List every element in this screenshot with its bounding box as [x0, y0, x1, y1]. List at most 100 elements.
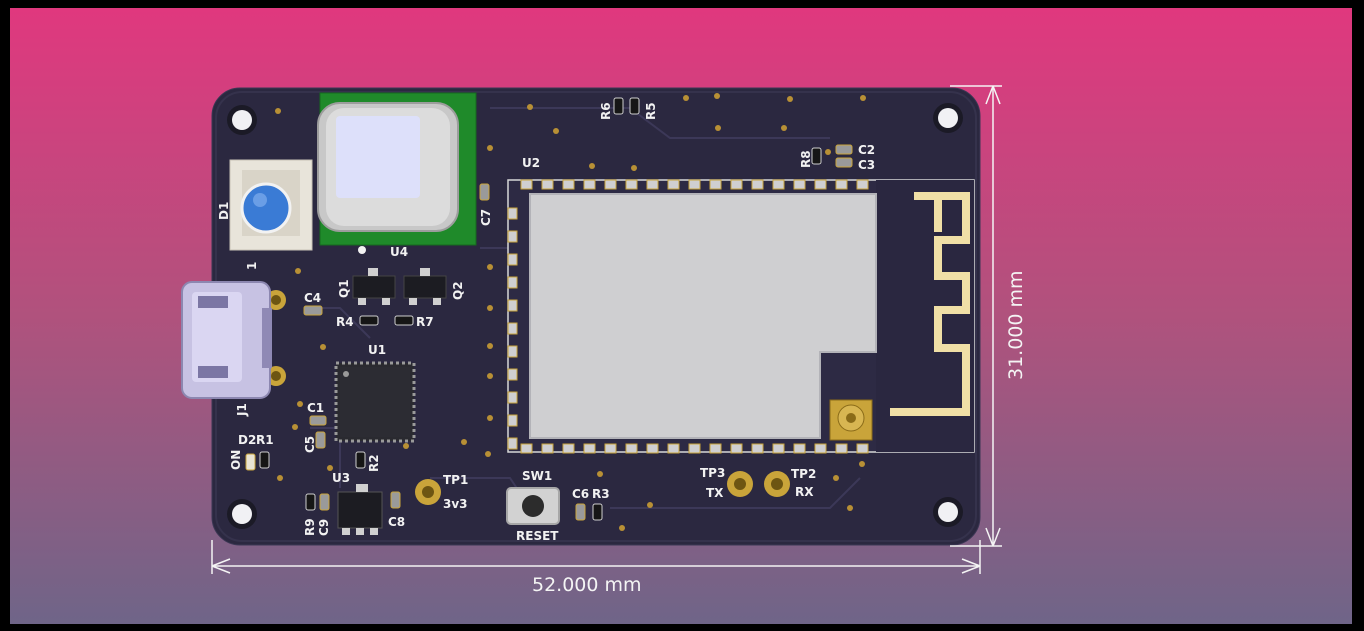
wifi-module-u2	[507, 179, 975, 453]
module-pad	[646, 179, 659, 190]
label-tp2-net: RX	[795, 485, 814, 499]
module-pad	[507, 437, 518, 450]
u-fl-connector	[829, 399, 873, 441]
module-pad	[562, 179, 575, 190]
module-pad	[856, 443, 869, 454]
module-pad	[835, 443, 848, 454]
module-pad	[814, 179, 827, 190]
module-pad	[709, 443, 722, 454]
module-pad	[604, 443, 617, 454]
label-c5: C5	[303, 436, 317, 453]
capacitor-c2	[835, 144, 853, 155]
module-pad	[793, 443, 806, 454]
resistor-r5	[629, 97, 640, 115]
label-c4: C4	[304, 291, 321, 305]
usb-connector-j1	[181, 281, 286, 399]
module-pad	[520, 179, 533, 190]
label-tp3: TP3	[700, 466, 725, 480]
dimension-width-label: 52.000 mm	[532, 574, 642, 596]
label-tp3-net: TX	[706, 486, 724, 500]
resistor-r3	[592, 503, 603, 521]
capacitor-c1	[309, 415, 327, 426]
resistor-r1	[259, 451, 270, 469]
module-pad	[688, 443, 701, 454]
label-u3: U3	[332, 471, 350, 485]
label-reset: RESET	[516, 529, 559, 543]
capacitor-c4	[303, 305, 323, 316]
label-c1: C1	[307, 401, 324, 415]
capacitor-c9	[319, 493, 330, 511]
label-c2: C2	[858, 143, 875, 157]
module-pad	[730, 443, 743, 454]
label-on: ON	[229, 450, 243, 470]
module-pad	[856, 179, 869, 190]
module-pad	[562, 443, 575, 454]
label-j1: J1	[235, 403, 249, 417]
mounting-holes	[227, 103, 963, 529]
pcb-render: D1 1 U4 J1 C4 Q1 Q2 R4 R7	[181, 85, 1027, 596]
label-tp2: TP2	[791, 467, 816, 481]
testpoint-tp1	[415, 479, 441, 505]
label-c8: C8	[388, 515, 405, 529]
label-c6: C6	[572, 487, 589, 501]
label-u2: U2	[522, 156, 540, 170]
pcb-3d-viewer[interactable]: D1 1 U4 J1 C4 Q1 Q2 R4 R7	[10, 8, 1352, 624]
label-d1-pin1: 1	[245, 262, 259, 270]
label-q1: Q1	[337, 279, 351, 298]
transistor-q2	[403, 268, 447, 305]
label-d1: D1	[217, 202, 231, 220]
u2-pads	[507, 179, 869, 454]
reset-button-sw1[interactable]	[506, 487, 560, 525]
module-pad	[772, 179, 785, 190]
module-pad	[709, 179, 722, 190]
label-d2: D2	[238, 433, 256, 447]
module-pad	[751, 179, 764, 190]
capacitor-c5	[315, 431, 326, 449]
module-pad	[688, 179, 701, 190]
resistor-r4	[359, 315, 379, 326]
label-tp1: TP1	[443, 473, 468, 487]
capacitor-c7	[479, 183, 490, 201]
module-pad	[507, 276, 518, 289]
capacitor-c6	[575, 503, 586, 521]
resistor-r7	[394, 315, 414, 326]
label-c3: C3	[858, 158, 875, 172]
module-pad	[583, 179, 596, 190]
label-r1: R1	[256, 433, 274, 447]
module-pad	[667, 443, 680, 454]
module-pad	[814, 443, 827, 454]
sensor-u4	[317, 92, 477, 254]
module-pad	[730, 179, 743, 190]
label-u1: U1	[368, 343, 386, 357]
label-u4: U4	[390, 245, 408, 259]
vias	[275, 93, 866, 531]
module-pad	[520, 443, 533, 454]
module-pad	[541, 179, 554, 190]
label-r6: R6	[599, 102, 613, 120]
regulator-u3	[337, 484, 383, 535]
module-pad	[625, 179, 638, 190]
label-r3: R3	[592, 487, 610, 501]
module-pad	[751, 443, 764, 454]
module-pad	[604, 179, 617, 190]
dimension-height	[950, 85, 1002, 547]
module-pad	[583, 443, 596, 454]
module-pad	[835, 179, 848, 190]
led-d1	[229, 159, 313, 251]
module-pad	[541, 443, 554, 454]
resistor-r6	[613, 97, 624, 115]
label-r8: R8	[799, 150, 813, 168]
module-pad	[772, 443, 785, 454]
label-c7: C7	[479, 209, 493, 226]
antenna-trace	[890, 192, 970, 416]
module-pad	[507, 253, 518, 266]
label-r9: R9	[303, 518, 317, 536]
module-pad	[507, 391, 518, 404]
module-pad	[507, 230, 518, 243]
led-d2	[245, 453, 256, 471]
label-sw1: SW1	[522, 469, 552, 483]
module-pad	[507, 322, 518, 335]
label-q2: Q2	[451, 281, 465, 300]
dimension-height-label: 31.000 mm	[1005, 270, 1027, 380]
module-pad	[507, 345, 518, 358]
